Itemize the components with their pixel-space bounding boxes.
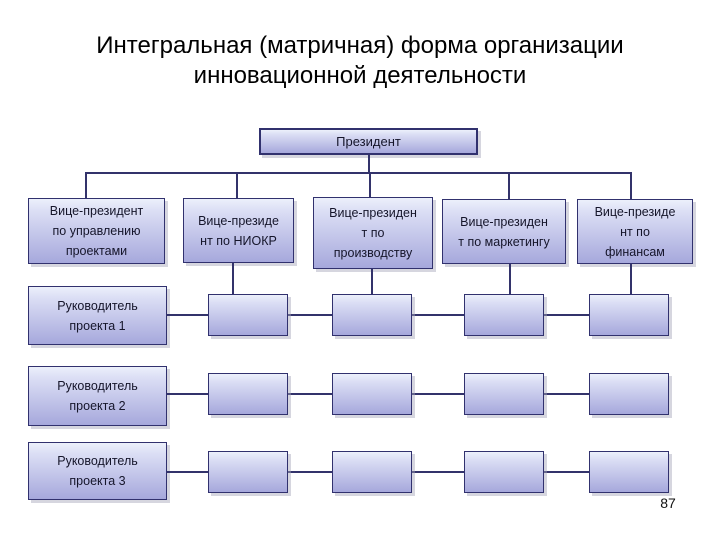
vp-marketing-box: Вице-президен т по маркетингу: [442, 199, 566, 264]
connector-row1-seg4: [544, 314, 589, 316]
connector-distribution-line: [85, 172, 631, 174]
connector-president-stem: [368, 155, 370, 172]
matrix-cell-r3c1: [208, 451, 288, 493]
vp-marketing-label: Вице-президен т по маркетингу: [458, 214, 550, 249]
vp-finance-label: Вице-президе нт по финансам: [594, 204, 676, 259]
connector-drop-vp5: [630, 172, 632, 199]
matrix-cell-r1c1: [208, 294, 288, 336]
connector-row2-seg2: [288, 393, 332, 395]
connector-row1-seg2: [288, 314, 332, 316]
connector-drop-vp2: [236, 172, 238, 198]
matrix-cell-r1c2: [332, 294, 412, 336]
vp-production-label: Вице-президен т по производству: [329, 206, 417, 260]
connector-drop-vp3: [369, 172, 371, 197]
matrix-cell-r3c3: [464, 451, 544, 493]
connector-vp4-cell: [509, 264, 511, 294]
slide-title-line-1: Интегральная (матричная) форма организац…: [96, 32, 624, 59]
matrix-cell-r2c4: [589, 373, 669, 415]
connector-vp5-cell: [630, 264, 632, 294]
slide-title: Интегральная (матричная) форма организац…: [0, 31, 720, 91]
president-label: Президент: [336, 133, 401, 149]
matrix-cell-r2c1: [208, 373, 288, 415]
connector-drop-vp4: [508, 172, 510, 199]
matrix-cell-r2c3: [464, 373, 544, 415]
project-manager-3-label: Руководитель проекта 3: [57, 454, 138, 488]
connector-row3-seg4: [544, 471, 589, 473]
slide-title-line-2: инновационной деятельности: [193, 62, 527, 89]
connector-row3-seg1: [167, 471, 208, 473]
connector-vp2-cell: [232, 263, 234, 294]
connector-row3-seg3: [412, 471, 464, 473]
connector-row2-seg4: [544, 393, 589, 395]
matrix-cell-r1c3: [464, 294, 544, 336]
matrix-cell-r3c2: [332, 451, 412, 493]
project-manager-2-label: Руководитель проекта 2: [57, 379, 138, 413]
matrix-cell-r1c4: [589, 294, 669, 336]
connector-row1-seg3: [412, 314, 464, 316]
connector-row2-seg3: [412, 393, 464, 395]
project-manager-1-box: Руководитель проекта 1: [28, 286, 167, 345]
project-manager-3-box: Руководитель проекта 3: [28, 442, 167, 500]
connector-drop-vp1: [85, 172, 87, 198]
connector-row3-seg2: [288, 471, 332, 473]
connector-row1-seg1: [167, 314, 208, 316]
project-manager-2-box: Руководитель проекта 2: [28, 366, 167, 426]
vp-projects-box: Вице-президент по управлению проектами: [28, 198, 165, 264]
connector-vp3-cell: [371, 269, 373, 294]
connector-row2-seg1: [167, 393, 208, 395]
page-number: 87: [660, 495, 676, 511]
project-manager-1-label: Руководитель проекта 1: [57, 298, 138, 333]
vp-finance-box: Вице-президе нт по финансам: [577, 199, 693, 264]
matrix-cell-r2c2: [332, 373, 412, 415]
president-box: Президент: [259, 128, 478, 155]
vp-rnd-label: Вице-президе нт по НИОКР: [198, 213, 279, 248]
matrix-cell-r3c4: [589, 451, 669, 493]
vp-projects-label: Вице-президент по управлению проектами: [49, 204, 144, 258]
vp-rnd-box: Вице-президе нт по НИОКР: [183, 198, 294, 263]
vp-production-box: Вице-президен т по производству: [313, 197, 433, 269]
